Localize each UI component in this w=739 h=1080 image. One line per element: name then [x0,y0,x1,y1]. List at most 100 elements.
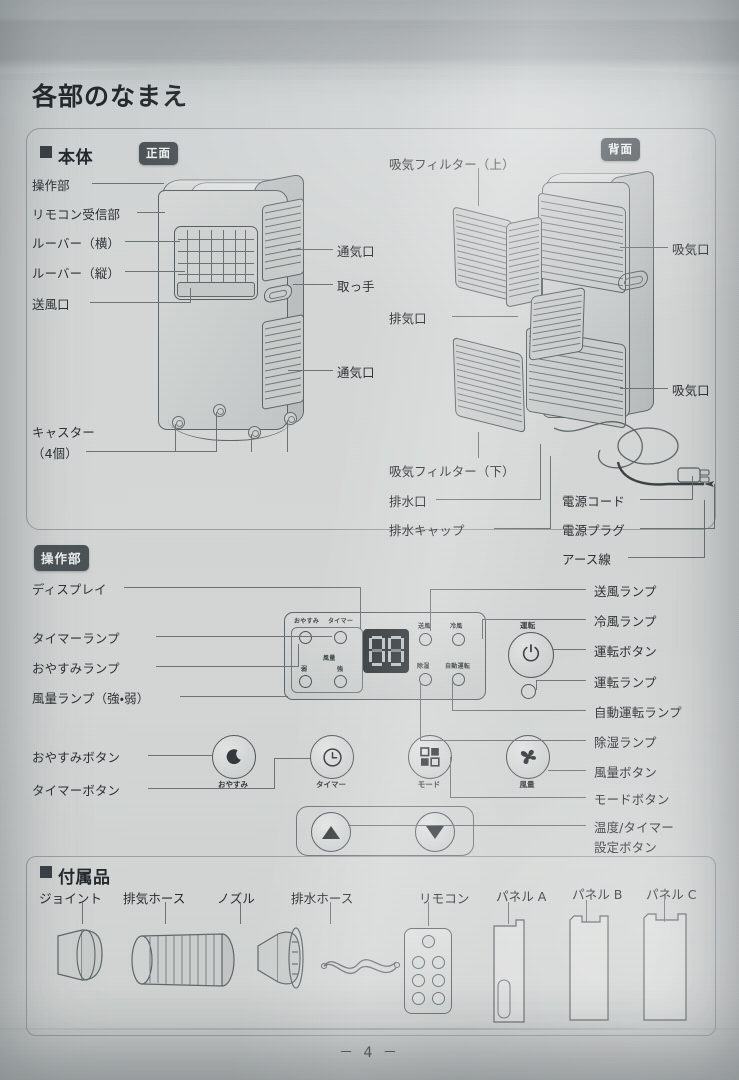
label-ground-wire: アース線 [562,552,611,567]
fan-button-caption: 風量 [519,780,535,789]
caster-wheel [284,412,297,425]
remote-control-part [404,928,452,1014]
accessory-label-exhaust-hose: 排気ホース [123,891,186,906]
label-air-outlet: 送風口 [32,297,70,312]
mode-button[interactable] [408,735,452,779]
leader-line [430,589,586,590]
remote-key [412,974,425,987]
page-number: － 4 － [339,1045,400,1061]
label-fan-button: 風量ボタン [594,765,657,780]
back-view-illustration [430,160,720,460]
label-blow-lamp: 送風ランプ [594,584,657,599]
front-view-illustration [150,168,320,448]
lamp-caption-blow: 送風 [418,623,431,630]
lamp-caption-auto: 自動運転 [445,663,471,670]
label-vent-lower: 通気口 [337,365,375,380]
increase-button[interactable] [311,812,351,852]
leader-line [552,649,586,650]
label-sleep-button: おやすみボタン [32,750,121,765]
leader-line [540,444,541,500]
label-power-plug: 電源プラグ [562,523,625,538]
label-vent-upper: 通気口 [337,244,375,259]
temperature-timer-button-tray [296,806,474,856]
leader-line [124,587,360,588]
label-mode-button: モードボタン [594,792,670,807]
leader-line [348,825,586,826]
lamp-caption-sleep: おやすみ [294,618,320,625]
label-cool-lamp: 冷風ランプ [594,614,657,629]
leader-line [640,499,692,500]
footer-divider [0,1028,739,1030]
label-casters-count: （4個） [32,446,78,461]
leader-line [82,902,83,924]
power-cord-illustration [553,421,714,487]
front-view-badge: 正面 [139,142,178,165]
leader-line [420,682,421,741]
label-power-button: 運転ボタン [594,644,657,659]
control-panel-illustration: おやすみ タイマー 風量 弱 強 送風 冷風 除湿 自動運転 [284,612,486,700]
timer-lamp [334,631,347,644]
leader-line [165,902,166,924]
leader-line [494,528,550,529]
power-button[interactable]: ⏻ [508,632,554,678]
control-section-badge: 操作部 [34,545,89,571]
fan-speed-button[interactable] [506,735,550,779]
display-digit [368,636,385,666]
lamp-caption-cool: 冷風 [450,623,463,630]
fan-strong-lamp [334,675,347,688]
leader-line [240,902,241,924]
leader-line [482,619,586,620]
remote-key [432,992,445,1005]
leader-line [452,682,453,711]
triangle-down-icon [426,825,444,839]
leader-line [450,797,586,798]
fan-icon [520,749,536,764]
leader-line [628,557,704,558]
leader-line [148,755,212,756]
label-auto-lamp: 自動運転ランプ [594,705,682,720]
remote-key [432,956,445,969]
decrease-button[interactable] [415,812,455,852]
leader-line [420,740,586,741]
leader-line [125,271,185,272]
label-timer-lamp: タイマーランプ [32,631,120,646]
unit-base-curve [168,418,292,441]
leader-line [274,758,310,759]
page-title: 各部のなまえ [32,82,189,111]
accessory-label-panel-b: パネル B [572,887,623,902]
section-bullet-main [40,146,52,158]
label-operation-lamp: 運転ランプ [594,675,657,690]
dehumid-lamp [419,673,432,686]
leader-line [428,902,429,926]
lamp-caption-dehumid: 除湿 [417,663,430,670]
upper-side-vent [262,197,304,283]
label-drain-port: 排水口 [389,494,427,509]
label-louver-horizontal: ルーバー（横） [32,236,121,251]
leader-line [640,528,714,529]
intake-filter-upper-flap [506,216,542,308]
leader-line [450,757,451,798]
timer-button[interactable] [310,735,354,779]
leader-line [274,758,275,789]
lamp-caption-fan-weak: 弱 [301,666,308,673]
lamp-caption-fan-strong: 強 [337,666,344,673]
triangle-up-icon [322,825,340,839]
display-readout [363,629,409,673]
leader-line [86,451,216,452]
sleep-button[interactable] [212,735,256,779]
leader-line [620,388,668,389]
clock-icon [322,747,342,767]
accessory-label-remote: リモコン [419,891,470,906]
leader-line [548,770,586,771]
drain-hose-part [320,959,401,974]
leader-line [478,168,479,206]
leader-line [251,434,252,452]
label-sleep-lamp: おやすみランプ [32,661,120,676]
leader-line [175,424,176,452]
label-intake-filter-upper: 吸気フィルター（上） [389,157,515,172]
leader-line [287,420,288,452]
leader-line [137,212,165,213]
remote-power-key [422,935,435,948]
caster-wheel [248,426,261,439]
